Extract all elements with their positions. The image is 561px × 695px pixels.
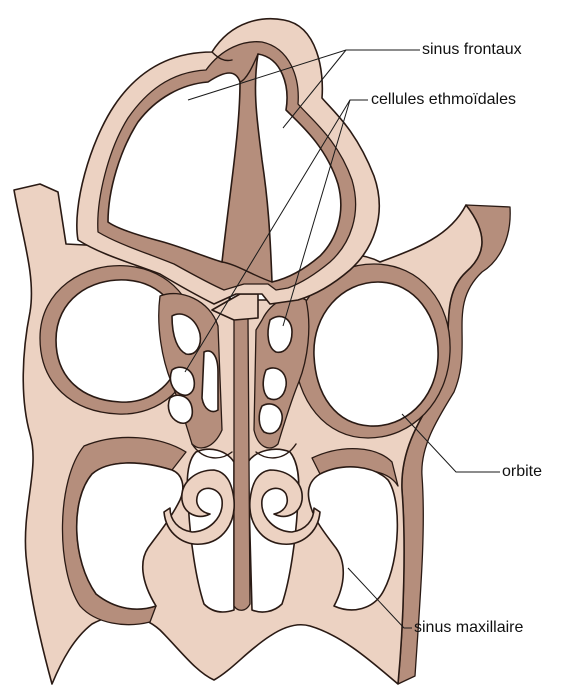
ethmoid-cell-right-2 bbox=[263, 368, 286, 400]
label-sinus-maxillaire: sinus maxillaire bbox=[414, 620, 523, 636]
label-cellules-ethmoidales: cellules ethmoïdales bbox=[371, 92, 516, 108]
nasal-septum bbox=[234, 318, 250, 610]
ethmoid-cell-right-1 bbox=[268, 316, 292, 352]
label-orbite: orbite bbox=[502, 464, 542, 480]
ethmoid-cell-left-4 bbox=[202, 351, 218, 412]
label-sinus-frontaux: sinus frontaux bbox=[422, 42, 522, 58]
ethmoid-cell-right-3 bbox=[259, 404, 282, 434]
right-orbit bbox=[314, 282, 438, 426]
